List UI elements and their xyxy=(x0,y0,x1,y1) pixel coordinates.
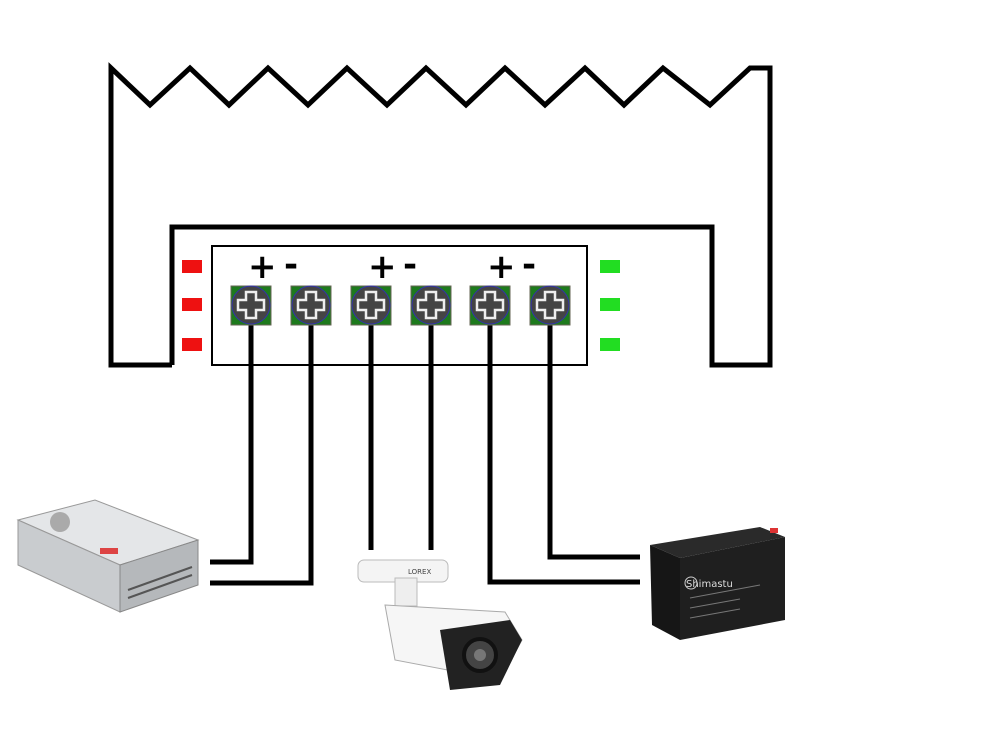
terminal-block xyxy=(211,245,588,366)
wire-battery-plus xyxy=(487,320,640,585)
terminal-screw-1[interactable] xyxy=(230,285,272,326)
terminal-label-minus-2: - xyxy=(403,245,417,285)
wire-psu-minus xyxy=(210,320,314,586)
terminal-label-minus-1: - xyxy=(284,245,298,285)
terminal-screw-5[interactable] xyxy=(469,285,511,326)
camera-image: LOREX xyxy=(357,559,523,690)
terminal-screw-3[interactable] xyxy=(350,285,392,326)
battery-image: Shimastu xyxy=(650,527,785,640)
terminal-screw-2[interactable] xyxy=(290,285,332,326)
green-led xyxy=(600,260,620,273)
battery-brand-logo: Shimastu xyxy=(686,579,733,590)
wire-psu-plus xyxy=(210,320,254,565)
green-led xyxy=(600,338,620,351)
red-led xyxy=(182,338,202,351)
wire-battery-minus xyxy=(547,320,640,560)
camera-logo: LOREX xyxy=(408,568,431,576)
red-led xyxy=(182,260,202,273)
power-supply-image xyxy=(16,499,200,613)
terminal-label-minus-3: - xyxy=(522,245,536,285)
right-led-group xyxy=(600,260,620,351)
terminal-label-plus-1: + xyxy=(248,247,277,287)
terminal-label-plus-2: + xyxy=(368,247,397,287)
green-led xyxy=(600,298,620,311)
red-led xyxy=(182,298,202,311)
terminal-screw-6[interactable] xyxy=(529,285,571,326)
resistor-loop-wire xyxy=(108,62,773,368)
terminal-label-plus-3: + xyxy=(487,247,516,287)
terminal-screw-4[interactable] xyxy=(410,285,452,326)
left-led-group xyxy=(182,260,202,351)
